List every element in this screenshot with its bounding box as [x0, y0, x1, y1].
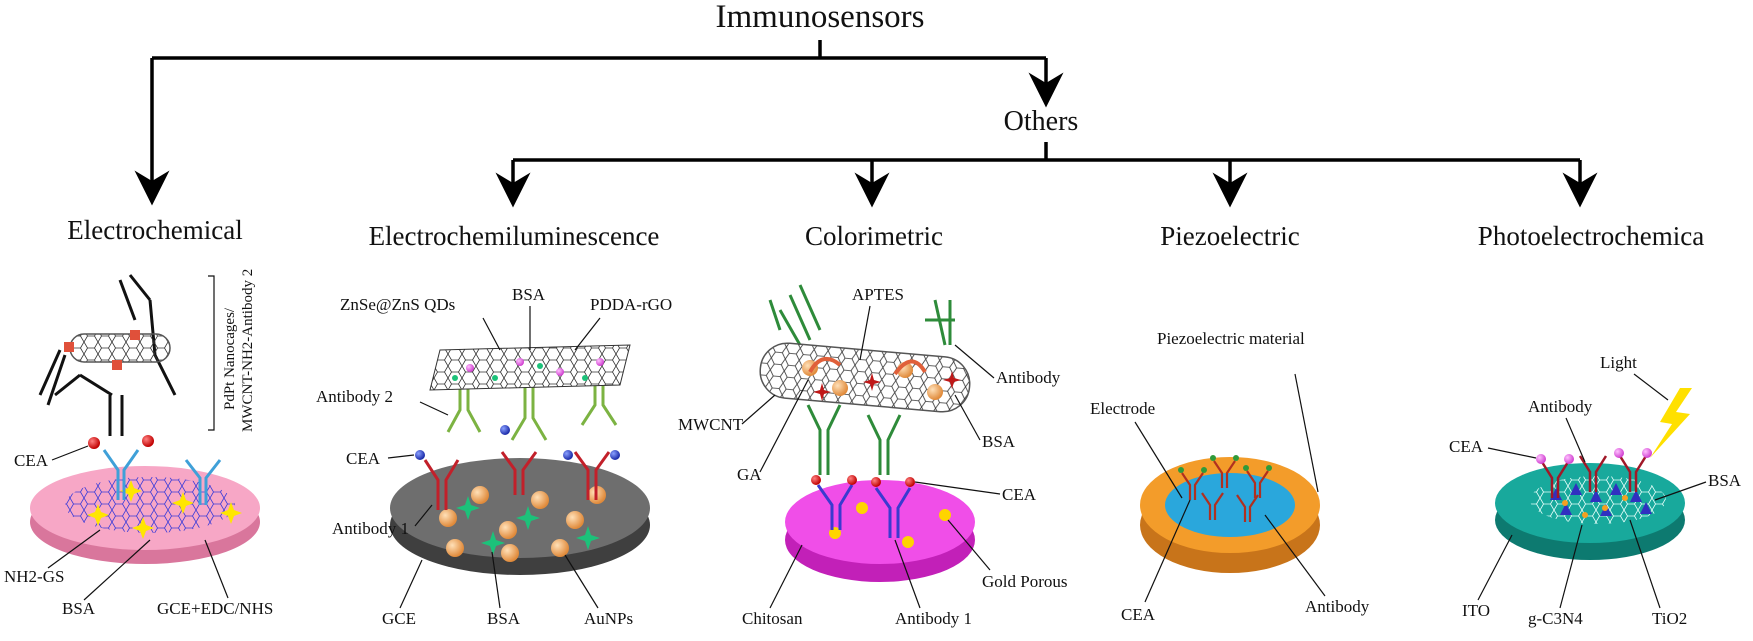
- capture-antibody: [102, 449, 222, 505]
- label-aptes: APTES: [852, 285, 904, 304]
- label-material: Piezoelectric material: [1157, 329, 1305, 348]
- label-ga: GA: [737, 465, 762, 484]
- capture-antibodies: [816, 484, 912, 538]
- cea-group: [415, 425, 620, 460]
- label-antibody1: Antibody 1: [895, 609, 972, 628]
- label-cea: CEA: [346, 449, 381, 468]
- label-tio2: TiO2: [1652, 609, 1687, 628]
- label-cea: CEA: [1449, 437, 1484, 456]
- aunp-particles: [439, 486, 606, 562]
- category-photoelectrochemical: Photoelectrochemica: [1478, 221, 1704, 251]
- label-electrode: Electrode: [1090, 399, 1155, 418]
- label-antibody: Antibody: [1528, 397, 1593, 416]
- chitosan-disc: [785, 480, 975, 564]
- colorimetric-illustration: APTES Antibody MWCNT GA BSA CEA Gold Por…: [678, 284, 1067, 628]
- light-bolt-icon: [1650, 388, 1692, 458]
- label-ito: ITO: [1462, 601, 1490, 620]
- label-antibody1: Antibody 1: [332, 519, 409, 538]
- bracket-label-line2: MWCNT-NH2-Antibody 2: [240, 269, 256, 432]
- label-gold: Gold Porous: [982, 572, 1067, 591]
- label-gc3n4: g-C3N4: [1528, 609, 1583, 628]
- category-piezoelectric: Piezoelectric: [1160, 221, 1299, 251]
- label-cea: CEA: [14, 451, 49, 470]
- gce-disc: [390, 458, 650, 558]
- piezo-antibodies: [1181, 460, 1269, 522]
- label-bsa-top: BSA: [512, 285, 546, 304]
- label-gce: GCE: [382, 609, 416, 628]
- label-electrode: GCE+EDC/NHS: [157, 599, 273, 618]
- category-colorimetric: Colorimetric: [805, 221, 943, 251]
- label-antibody: Antibody: [996, 368, 1061, 387]
- bsa-dots: [1562, 495, 1628, 518]
- gold-particles: [829, 502, 951, 548]
- branch-title: Others: [1004, 106, 1079, 137]
- label-cea: CEA: [1002, 485, 1037, 504]
- piezoelectric-illustration: Piezoelectric material Electrode CEA Ant…: [1090, 329, 1370, 624]
- stars: [87, 480, 242, 539]
- graphene-sheet: [65, 477, 235, 533]
- bsa-stars: [813, 371, 961, 401]
- tio2-particles: [1550, 483, 1652, 516]
- bsa-stars: [456, 496, 600, 555]
- label-nh2gs: NH2-GS: [4, 567, 64, 586]
- bracket-label-line1: PdPt Nanocages/: [222, 307, 238, 410]
- label-mwcnt: MWCNT: [678, 415, 744, 434]
- photoelectrochemical-illustration: Light Antibody CEA BSA ITO g-C3N4 TiO2: [1449, 353, 1742, 628]
- cea-particles: [811, 475, 915, 487]
- pec-antibodies: [1540, 455, 1648, 498]
- mwcnt-tube: [69, 333, 171, 363]
- category-electrochemical: Electrochemical: [67, 215, 242, 245]
- antibody1-group: [423, 451, 611, 510]
- label-pdda: PDDA-rGO: [590, 295, 672, 314]
- piezo-cea: [1178, 455, 1272, 473]
- label-bsa: BSA: [62, 599, 96, 618]
- root-connector: [152, 40, 1046, 60]
- mwcnt-tube: [759, 342, 971, 413]
- root-title: Immunosensors: [716, 0, 925, 35]
- antibody2-group: [446, 385, 618, 441]
- label-chitosan: Chitosan: [742, 609, 803, 628]
- label-bsa: BSA: [982, 432, 1016, 451]
- others-connector: [513, 142, 1580, 162]
- label-bsa: BSA: [1708, 471, 1742, 490]
- label-cea: CEA: [1121, 605, 1156, 624]
- electrochemical-illustration: PdPt Nanocages/ MWCNT-NH2-Antibody 2 CEA…: [4, 269, 273, 618]
- label-bsa-bottom: BSA: [487, 609, 521, 628]
- bracket: [208, 275, 215, 431]
- green-antibodies: [768, 284, 955, 475]
- qd-particles: [452, 358, 604, 381]
- electrode-area: [1165, 473, 1295, 537]
- label-antibody: Antibody: [1305, 597, 1370, 616]
- label-qds: ZnSe@ZnS QDs: [340, 295, 455, 314]
- label-antibody2: Antibody 2: [316, 387, 393, 406]
- category-ecl: Electrochemiluminescence: [369, 221, 660, 251]
- label-light: Light: [1600, 353, 1637, 372]
- cea-antigen: [88, 437, 100, 449]
- pdpt-nanocage: [64, 342, 74, 352]
- label-aunps: AuNPs: [584, 609, 633, 628]
- ecl-illustration: ZnSe@ZnS QDs BSA PDDA-rGO Antibody 2 CEA…: [316, 285, 672, 628]
- pec-cea: [1536, 448, 1652, 464]
- ga-linker: [808, 356, 842, 374]
